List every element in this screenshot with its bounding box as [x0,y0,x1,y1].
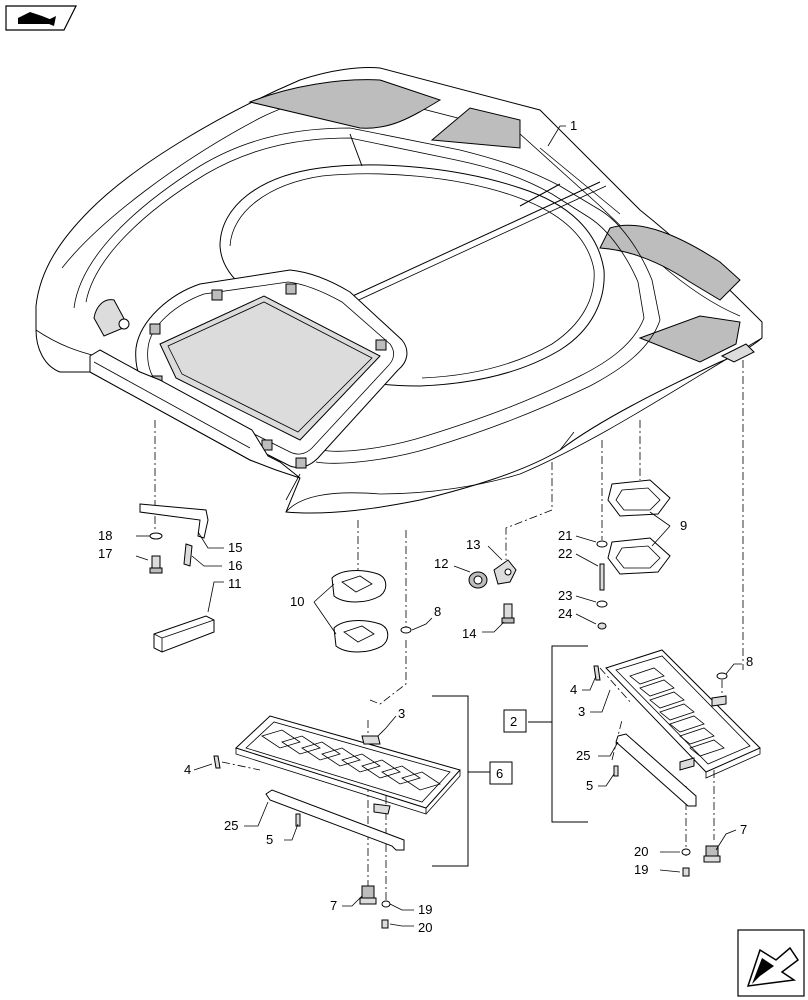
bolt-14 [501,603,515,624]
group-bracket-2 [503,645,588,823]
stud-22 [599,563,605,591]
callout-8-left: 8 [434,604,441,619]
callout-25-left: 25 [224,818,238,833]
arrow-nav-icon[interactable] [737,929,805,997]
callout-11: 11 [228,576,242,591]
callout-15: 15 [228,540,242,555]
callout-14: 14 [462,626,476,641]
bracket-25-right [615,733,697,807]
callout-5-right: 5 [586,778,593,793]
leader-lines [135,125,742,927]
callout-21: 21 [558,528,572,543]
callout-18: 18 [98,528,112,543]
callout-20-left: 20 [418,920,432,935]
callout-20-right: 20 [634,844,648,859]
washer-19-left [381,900,391,908]
callout-10: 10 [290,594,304,609]
bracket-25-left [265,789,405,851]
pin-5-left [295,813,301,827]
pads-9 [607,479,671,575]
washer-21 [596,540,608,548]
callout-4-right: 4 [570,682,577,697]
callout-25-right: 25 [576,748,590,763]
screw-19-right [682,867,690,877]
callout-19-right: 19 [634,862,648,877]
pads-10 [331,570,389,653]
callout-16: 16 [228,558,242,573]
washer-20-right [681,848,691,856]
washer-23 [596,600,608,608]
screw-20-left [381,919,389,929]
grate-slots-right [629,667,725,757]
callout-17: 17 [98,546,112,561]
washer-18 [149,532,163,540]
vehicle-nav-icon[interactable] [5,5,77,31]
callout-2: 2 [510,714,517,729]
knob-7-left [359,885,377,905]
callout-7-right: 7 [740,822,747,837]
callout-23: 23 [558,588,572,603]
callout-6: 6 [496,766,503,781]
knob-12 [468,571,488,589]
callout-24: 24 [558,606,572,621]
callout-1: 1 [570,118,577,133]
pin-5-right [613,765,619,777]
pin-4-left [213,755,221,769]
grate-slots-left [261,729,441,791]
callout-12: 12 [434,556,448,571]
screw-17 [149,555,163,574]
callout-4-left: 4 [184,762,191,777]
callout-3-left: 3 [398,706,405,721]
callout-9: 9 [680,518,687,533]
group-bracket-6 [432,695,513,867]
pin-16 [183,543,193,567]
step-grate-right [605,649,761,779]
callout-19-left: 19 [418,902,432,917]
washer-8-right [716,672,728,680]
callout-13: 13 [466,537,480,552]
bracket-15 [139,503,209,539]
callout-8-right: 8 [746,654,753,669]
callout-7-left: 7 [330,898,337,913]
bar-11 [153,615,215,653]
step-grate-left [235,715,461,815]
callout-3-right: 3 [578,704,585,719]
callout-5-left: 5 [266,832,273,847]
washer-8-left [400,626,412,634]
callout-22: 22 [558,546,572,561]
nut-24 [597,622,607,630]
callout-labels: 1 18 17 15 16 11 10 8 12 13 14 21 22 23 … [98,118,753,935]
cab-roof [35,67,763,514]
knob-7-right [703,845,721,863]
latch-13 [493,559,517,585]
